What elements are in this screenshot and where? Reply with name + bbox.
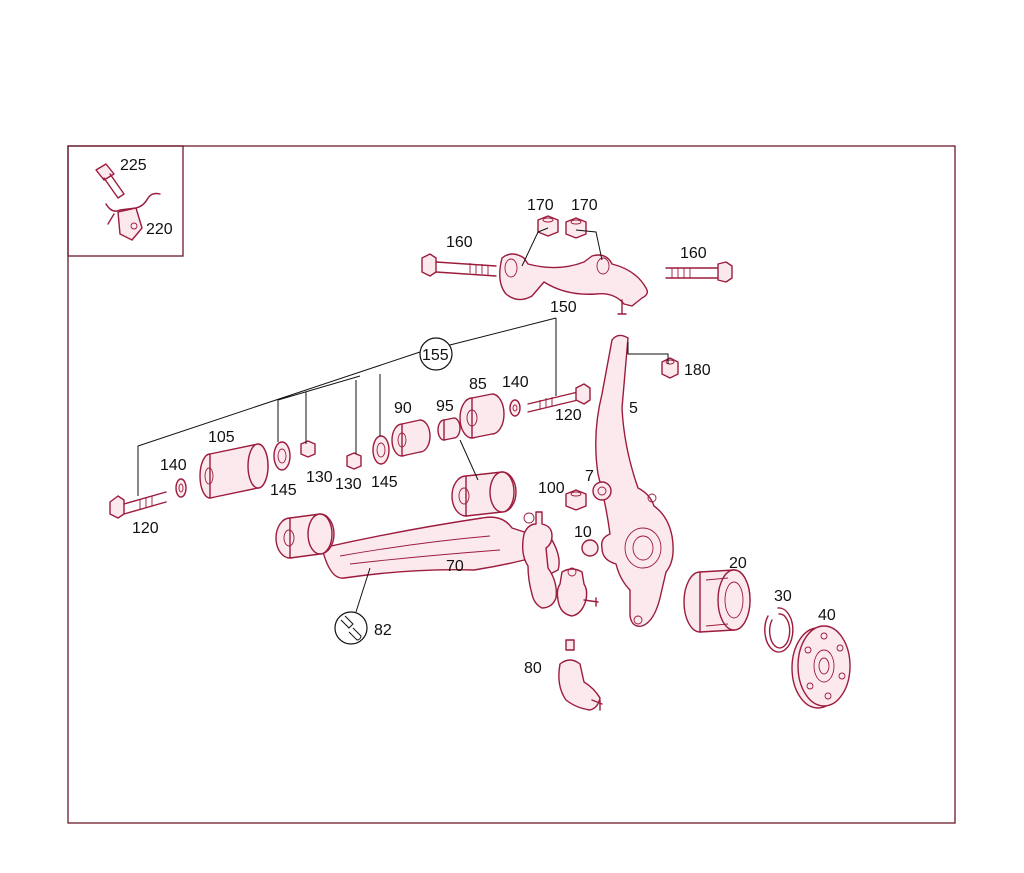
part-82-wrench-symbol[interactable] <box>334 611 368 645</box>
part-95-sleeve[interactable] <box>437 417 461 441</box>
callout-170-left: 170 <box>527 197 554 214</box>
part-7-bushing[interactable] <box>592 481 612 501</box>
callout-95: 95 <box>436 398 454 415</box>
part-140-washer-left[interactable] <box>175 478 187 498</box>
callout-5: 5 <box>629 400 638 417</box>
part-70-lower-control-arm[interactable] <box>321 511 560 609</box>
part-130-nut-left[interactable] <box>300 440 316 458</box>
inset-box <box>67 145 184 257</box>
leader-85-arm <box>459 439 479 481</box>
part-85-rear-bushing[interactable] <box>451 471 517 517</box>
part-80-ball-joint[interactable] <box>558 639 603 711</box>
callout-120-right: 120 <box>555 407 582 424</box>
callout-85: 85 <box>469 376 487 393</box>
part-160-bolt-left[interactable] <box>421 253 497 277</box>
callout-160-right: 160 <box>680 245 707 262</box>
part-5-steering-knuckle[interactable] <box>595 334 674 627</box>
diagram-frame <box>67 145 956 824</box>
callout-130-right: 130 <box>335 476 362 493</box>
part-160-bolt-right[interactable] <box>665 261 733 283</box>
part-225-bolt[interactable] <box>95 163 125 199</box>
part-10-bushing[interactable] <box>581 539 599 557</box>
callout-145-left: 145 <box>270 482 297 499</box>
part-120-bolt-right[interactable] <box>527 383 591 413</box>
part-100-nut[interactable] <box>565 489 587 511</box>
callout-30: 30 <box>774 588 792 605</box>
part-40-wheel-hub[interactable] <box>791 625 851 709</box>
part-145-bushing-right[interactable] <box>372 435 390 465</box>
part-30-retaining-ring[interactable] <box>764 607 794 653</box>
part-ball-joint-lower-arm[interactable] <box>556 567 599 617</box>
callout-90: 90 <box>394 400 412 417</box>
callout-105: 105 <box>208 429 235 446</box>
callout-120-left: 120 <box>132 520 159 537</box>
callout-140-right: 140 <box>502 374 529 391</box>
callout-145-right: 145 <box>371 474 398 491</box>
part-front-bushing-lower-arm[interactable] <box>275 513 335 559</box>
callout-155: 155 <box>422 347 449 364</box>
part-20-wheel-bearing[interactable] <box>683 569 751 633</box>
part-105-bushing[interactable] <box>199 443 269 499</box>
part-220-bracket[interactable] <box>105 192 161 241</box>
callout-155-circle: 155 <box>419 337 453 371</box>
callout-70: 70 <box>446 558 464 575</box>
part-180-nut[interactable] <box>661 357 679 379</box>
callout-10: 10 <box>574 524 592 541</box>
callout-100: 100 <box>538 480 565 497</box>
callout-80: 80 <box>524 660 542 677</box>
callout-20: 20 <box>729 555 747 572</box>
callout-160-left: 160 <box>446 234 473 251</box>
callout-140-left: 140 <box>160 457 187 474</box>
part-140-washer-right[interactable] <box>509 399 521 417</box>
part-120-bolt-left[interactable] <box>109 491 167 519</box>
callout-82: 82 <box>374 622 392 639</box>
callout-180: 180 <box>684 362 711 379</box>
callout-225: 225 <box>120 157 147 174</box>
part-130-nut-right[interactable] <box>346 452 362 470</box>
callout-150: 150 <box>550 299 577 316</box>
part-170-nut-right[interactable] <box>565 217 587 239</box>
callout-220: 220 <box>146 221 173 238</box>
leader-150-155 <box>137 317 557 496</box>
callout-40: 40 <box>818 607 836 624</box>
callout-7: 7 <box>585 468 594 485</box>
callout-130-left: 130 <box>306 469 333 486</box>
part-upper-control-arm[interactable] <box>499 253 649 315</box>
part-145-bushing-left[interactable] <box>273 441 291 471</box>
callout-170-right: 170 <box>571 197 598 214</box>
part-85-bushing[interactable] <box>459 393 505 439</box>
part-90-bushing[interactable] <box>391 419 431 457</box>
part-170-nut-left[interactable] <box>537 215 559 237</box>
